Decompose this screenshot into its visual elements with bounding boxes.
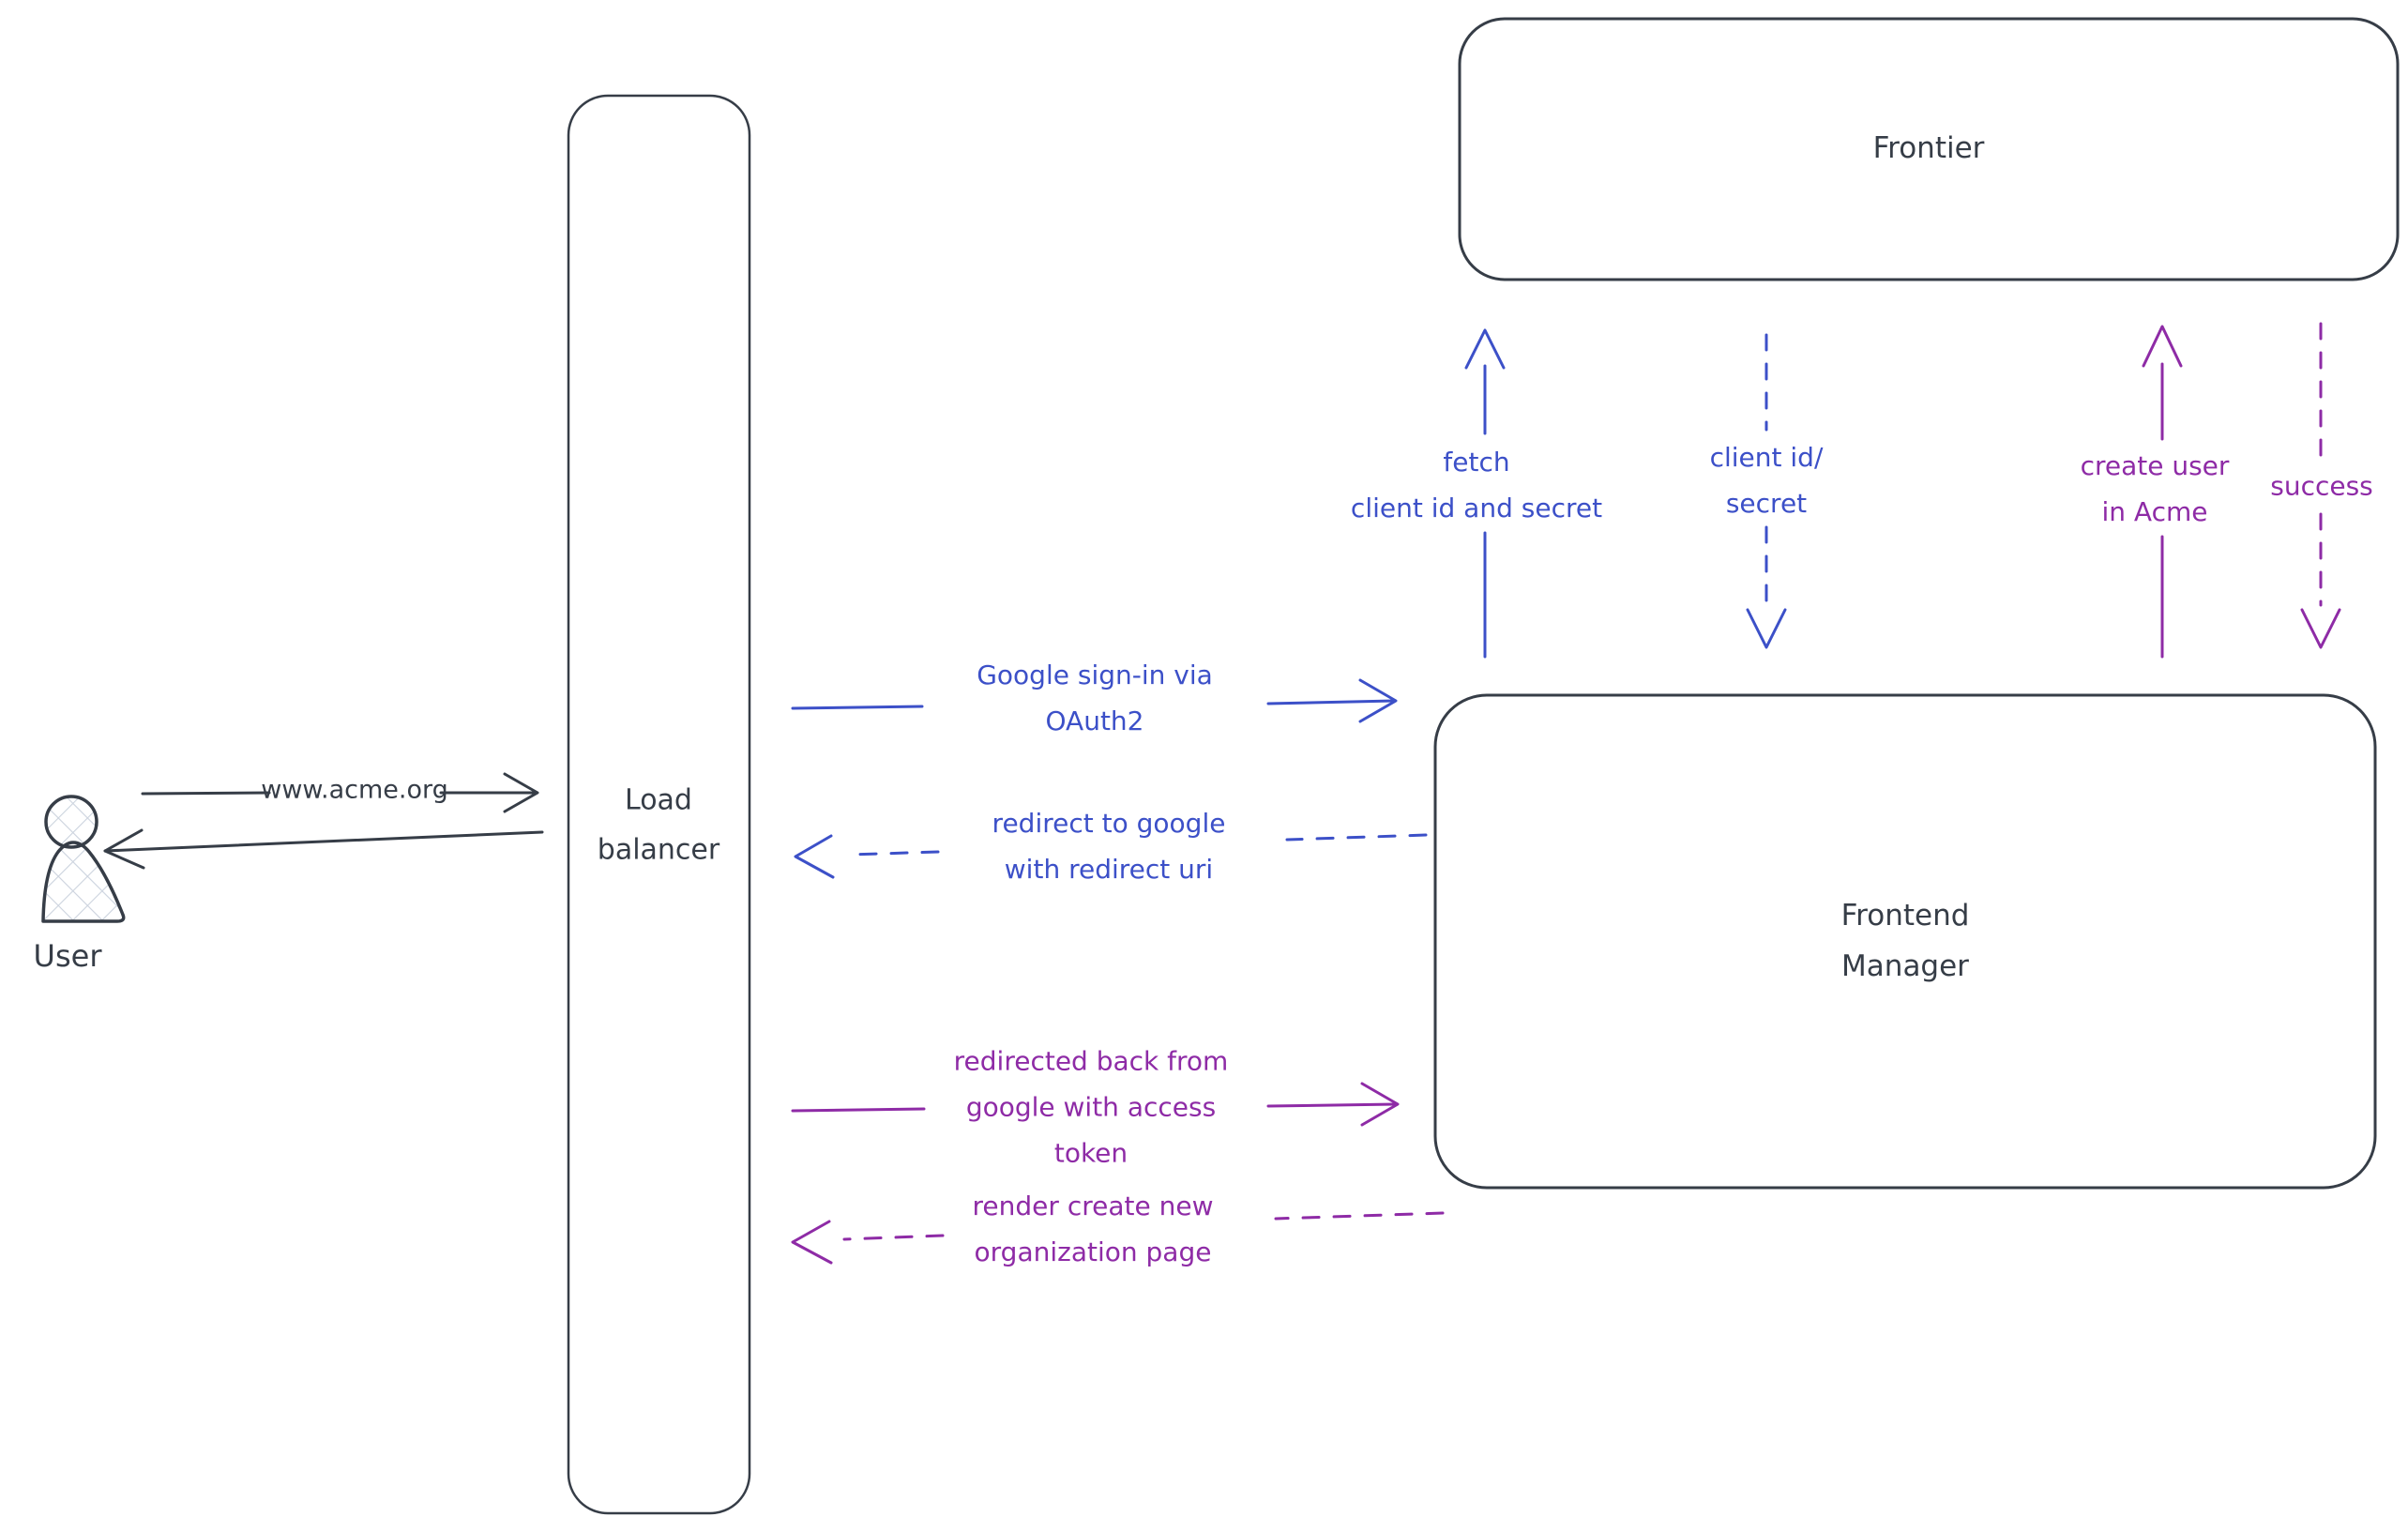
arrow-success [2300, 322, 2341, 649]
arrow-redirected-back [791, 1082, 1400, 1127]
arrow-www-acme [141, 772, 539, 813]
frontend-manager-node [1433, 693, 2377, 1190]
arrow-create-user [2142, 325, 2183, 659]
frontier-node [1458, 17, 2400, 281]
load-balancer-node [567, 94, 751, 1515]
arrow-client-id-secret [1746, 333, 1787, 649]
arrow-render-org-page [791, 1211, 1445, 1265]
arrow-fetch-client-secret [1464, 328, 1506, 659]
arrow-lb-response [103, 828, 544, 870]
arrow-redirect-google [794, 833, 1428, 879]
user-icon [41, 795, 126, 923]
arrow-google-signin [791, 678, 1398, 723]
